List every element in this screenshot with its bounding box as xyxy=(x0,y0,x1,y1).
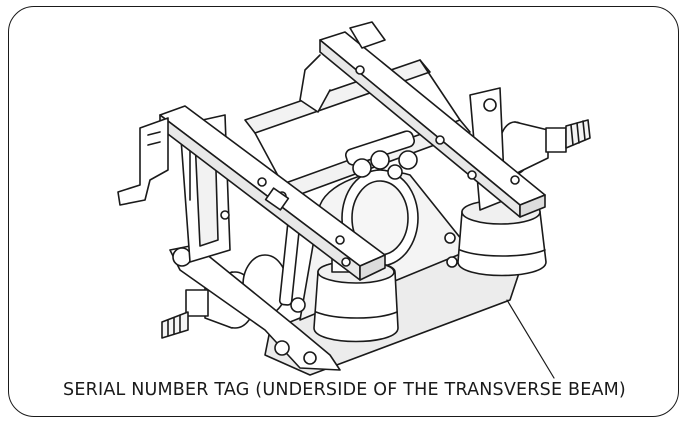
figure-caption: SERIAL NUMBER TAG (UNDERSIDE OF THE TRAN… xyxy=(63,380,626,400)
air-spring-right xyxy=(457,199,547,277)
trailing-arm-left xyxy=(169,244,341,371)
spindle-right xyxy=(498,119,591,175)
mounting-plate-left xyxy=(117,117,169,206)
fasteners xyxy=(220,170,477,268)
dampers xyxy=(345,130,418,180)
serial-tag-leader-line xyxy=(506,299,555,379)
